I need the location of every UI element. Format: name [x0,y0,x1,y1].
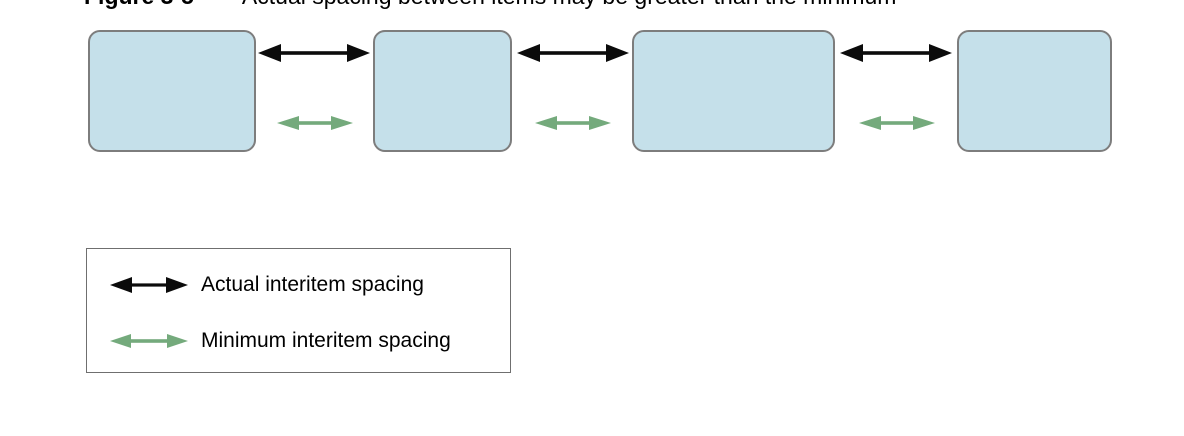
collection-item-box-3 [632,30,835,152]
legend-box: Actual interitem spacing Minimum interit… [86,248,511,373]
legend-item-minimum: Minimum interitem spacing [109,325,451,357]
figure-number: Figure 3-5 [84,0,194,9]
legend-minimum-arrow-icon [110,334,188,348]
actual-spacing-arrow-icon [258,44,370,62]
collection-item-box-4 [957,30,1112,152]
collection-item-box-2 [373,30,512,152]
minimum-spacing-arrow-icon [535,116,611,130]
legend-item-actual: Actual interitem spacing [109,269,424,301]
collection-item-box-1 [88,30,256,152]
legend-actual-arrow-icon [110,277,188,293]
legend-label-actual: Actual interitem spacing [201,273,424,296]
minimum-spacing-arrow-icon [277,116,353,130]
actual-spacing-arrow-icon [840,44,952,62]
minimum-spacing-arrow-icon [859,116,935,130]
legend-label-minimum: Minimum interitem spacing [201,329,451,352]
actual-spacing-arrow-icon [517,44,629,62]
